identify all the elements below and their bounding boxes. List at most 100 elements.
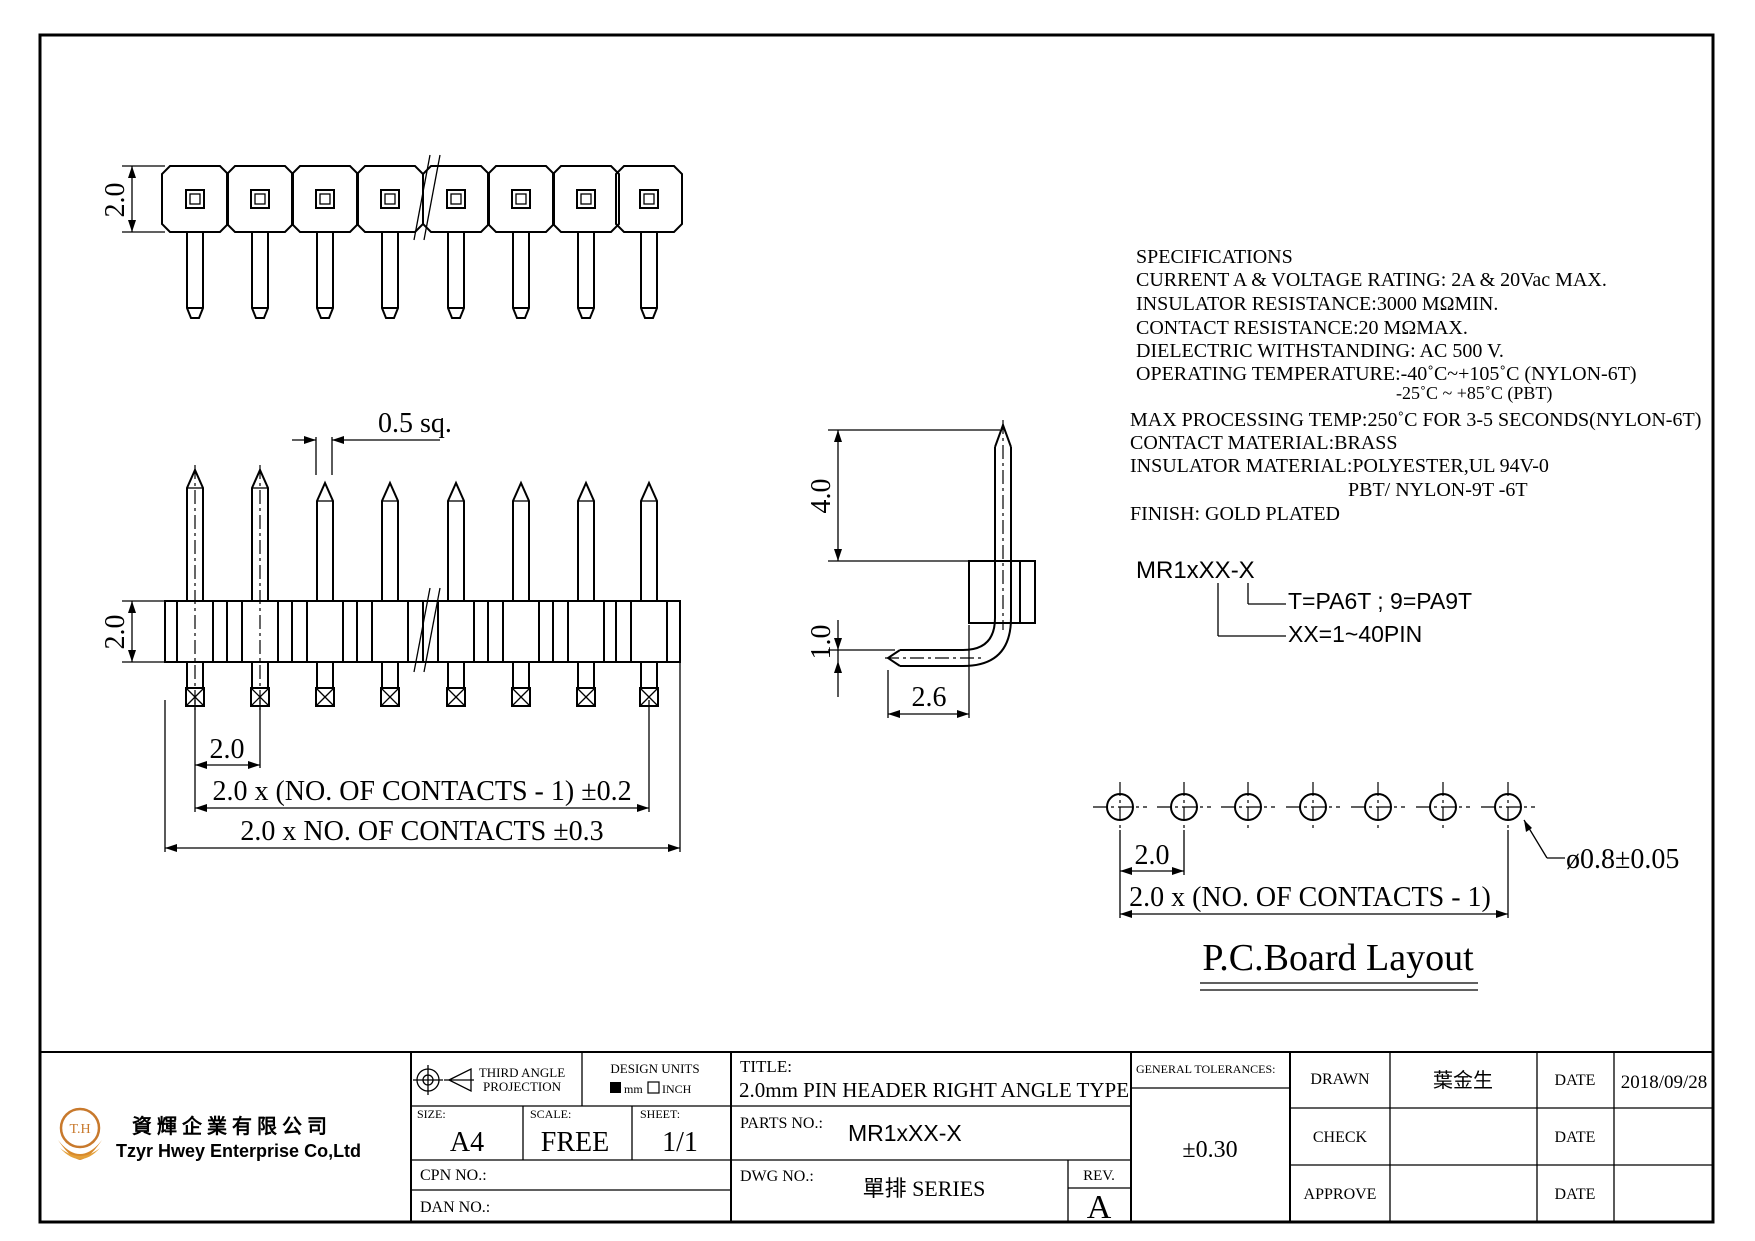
front-pin-square — [315, 687, 335, 707]
top-pin — [487, 165, 555, 319]
spec-line: MAX PROCESSING TEMP:250˚C FOR 3-5 SECOND… — [1130, 409, 1701, 431]
top-pin-square — [446, 189, 466, 209]
general-tol-label: GENERAL TOLERANCES: — [1136, 1062, 1275, 1076]
top-pin-housing — [487, 165, 555, 233]
part-code-leaders — [1217, 583, 1286, 637]
general-tol-value: ±0.30 — [1182, 1137, 1237, 1163]
front-pin — [291, 480, 344, 707]
top-pin-square-inner — [319, 193, 331, 205]
top-pin-housing — [226, 165, 294, 233]
top-pin-leg — [381, 232, 399, 319]
projection-line-1: THIRD ANGLE — [479, 1065, 565, 1080]
spec-line: DIELECTRIC WITHSTANDING: AC 500 V. — [1136, 340, 1504, 362]
front-pin — [422, 480, 475, 707]
top-pin-square-inner — [580, 193, 592, 205]
company-name-en: Tzyr Hwey Enterprise Co,Ltd — [116, 1141, 361, 1161]
top-pin-housing — [291, 165, 359, 233]
date-label: DATE — [1555, 1186, 1596, 1203]
front-pin-square — [446, 687, 466, 707]
front-pin-upper — [447, 480, 465, 601]
top-pin-square — [380, 189, 400, 209]
cpn-label: CPN NO.: — [420, 1167, 487, 1184]
front-pin-square — [511, 687, 531, 707]
top-pin-housing — [422, 165, 490, 233]
dim-ra-height-label: 4.0 — [806, 479, 837, 514]
design-units-label: DESIGN UNITS — [610, 1061, 699, 1076]
front-pin — [226, 465, 279, 710]
title-label: TITLE: — [740, 1057, 792, 1076]
right-angle-view — [828, 420, 1036, 718]
pcb-hole — [1157, 782, 1211, 832]
spec-line: -25˚C ~ +85˚C (PBT) — [1396, 383, 1552, 404]
unit-inch-box[interactable] — [647, 1081, 660, 1094]
drawn-label: DRAWN — [1310, 1071, 1370, 1088]
spec-line: INSULATOR MATERIAL:POLYESTER,UL 94V-0 — [1130, 455, 1549, 477]
pcb-hole — [1221, 782, 1275, 832]
spec-line: CONTACT MATERIAL:BRASS — [1130, 432, 1398, 454]
dim-side-height — [122, 600, 165, 663]
pcb-hole — [1286, 782, 1340, 832]
sheet-value: 1/1 — [662, 1127, 698, 1158]
unit-mm-box[interactable] — [610, 1082, 621, 1093]
spec-line: CURRENT A & VOLTAGE RATING: 2A & 20Vac M… — [1136, 269, 1607, 291]
top-pin-leg — [577, 232, 595, 319]
front-pin-cell — [371, 600, 409, 663]
front-pin-upper — [316, 480, 334, 601]
dim-square — [292, 436, 440, 475]
top-pin-housing — [356, 165, 424, 233]
front-pin-lower — [512, 662, 530, 688]
front-pin-square-cross — [380, 687, 400, 707]
pcb-layout — [1093, 782, 1535, 832]
check-label: CHECK — [1313, 1129, 1368, 1146]
drawn-by: 葉金生 — [1433, 1069, 1493, 1092]
pcb-hole — [1481, 782, 1535, 832]
top-pin-square — [250, 189, 270, 209]
date-value: 2018/09/28 — [1621, 1072, 1708, 1093]
title-block — [40, 1051, 1713, 1222]
date-label: DATE — [1555, 1072, 1596, 1089]
sheet-border — [38, 33, 1715, 1224]
top-pin-housing — [161, 165, 229, 233]
rev-label: REV. — [1083, 1168, 1115, 1184]
dim-top-height — [122, 165, 165, 233]
dim-ra-offset-label: 1.0 — [806, 625, 837, 660]
date-label: DATE — [1555, 1129, 1596, 1146]
pcb-dims — [1119, 819, 1565, 991]
parts-no-label: PARTS NO.: — [740, 1115, 823, 1132]
company-name-cn: 資 輝 企 業 有 限 公 司 — [132, 1114, 327, 1138]
pcb-hole — [1416, 782, 1470, 832]
top-pin-leg — [186, 232, 204, 319]
front-pin-square-cross — [315, 687, 335, 707]
specifications: SPECIFICATIONS CURRENT A & VOLTAGE RATIN… — [1130, 246, 1701, 525]
dim-pitch-label: 2.0 — [210, 734, 245, 765]
front-pin-lower — [251, 662, 269, 688]
top-pin-square — [185, 189, 205, 209]
top-pin-housing — [552, 165, 620, 233]
spec-line: INSULATOR RESISTANCE:3000 MΩMIN. — [1136, 293, 1498, 315]
top-view — [161, 165, 683, 319]
front-pin — [552, 480, 605, 707]
part-code: MR1xXX-X — [1136, 557, 1255, 584]
front-pin-cell — [630, 600, 668, 663]
rev-value: A — [1087, 1189, 1112, 1226]
top-pin-leg — [512, 232, 530, 319]
front-pin-cell — [502, 600, 540, 663]
title-value: 2.0mm PIN HEADER RIGHT ANGLE TYPE — [739, 1078, 1129, 1102]
logo-text: T.H — [69, 1122, 90, 1137]
projection-line-2: PROJECTION — [483, 1079, 562, 1094]
size-value: A4 — [450, 1127, 484, 1158]
spec-line: FINISH: GOLD PLATED — [1130, 503, 1340, 525]
front-pin-square — [380, 687, 400, 707]
top-pin-leg — [640, 232, 658, 319]
top-pin-leg — [447, 232, 465, 319]
front-pin-lower — [186, 662, 204, 688]
parts-no-value: MR1xXX-X — [848, 1120, 962, 1146]
top-pin-square-inner — [254, 193, 266, 205]
top-pin-leg — [251, 232, 269, 319]
front-pin-lower — [577, 662, 595, 688]
part-code-suffix-note: T=PA6T ; 9=PA9T — [1288, 588, 1472, 614]
dim-pitch-lines — [164, 660, 681, 852]
top-pin — [226, 165, 294, 319]
front-pin-square-cross — [639, 687, 659, 707]
